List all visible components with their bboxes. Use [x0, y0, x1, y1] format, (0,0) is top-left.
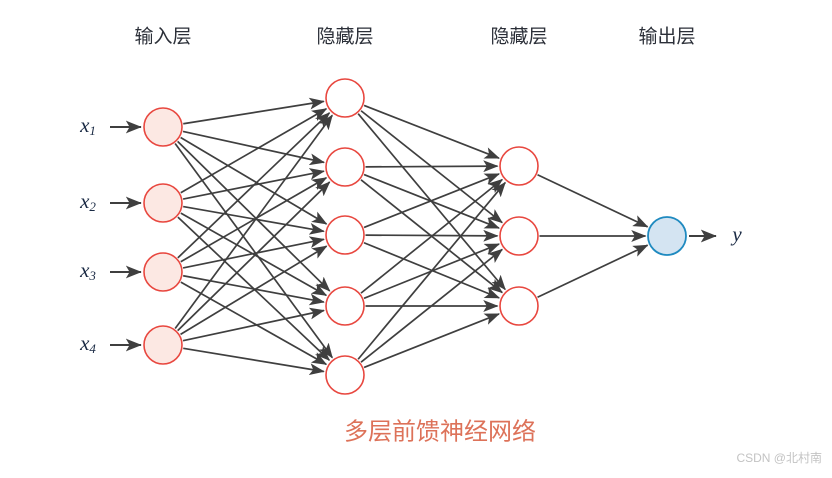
edge-hidden1-hidden2: [363, 173, 500, 229]
edge-input-hidden1: [177, 112, 331, 259]
input-label-4: x4: [79, 331, 96, 356]
edge-hidden1-hidden2: [360, 178, 504, 294]
node-input-2: [143, 183, 183, 223]
input-label-1: x1: [79, 113, 96, 138]
network-nodes: [143, 78, 687, 395]
io-arrows: [110, 120, 717, 352]
node-hidden1-5: [325, 355, 365, 395]
edge-input-hidden1: [182, 307, 325, 342]
layer-label-3: 输出层: [638, 25, 695, 47]
edge-input-hidden1: [182, 236, 325, 269]
node-hidden1-3: [325, 215, 365, 255]
node-hidden1-1: [325, 78, 365, 118]
edge-input-hidden1: [180, 281, 328, 366]
edge-hidden1-hidden2: [365, 160, 499, 173]
node-hidden1-2: [325, 147, 365, 187]
edge-input-hidden1: [180, 177, 328, 263]
edge-hidden1-hidden2: [357, 181, 506, 360]
edge-hidden1-hidden2: [360, 248, 503, 363]
edge-input-hidden1: [174, 114, 333, 330]
edge-input-hidden1: [183, 347, 325, 376]
node-hidden1-4: [325, 286, 365, 326]
edge-hidden2-output: [537, 244, 649, 299]
edge-hidden1-hidden2: [363, 104, 500, 159]
edge-input-hidden1: [183, 97, 325, 125]
edge-input-hidden1: [174, 143, 333, 359]
edge-hidden1-hidden2: [363, 313, 500, 369]
edge-input-hidden1: [180, 108, 328, 194]
node-input-1: [143, 107, 183, 147]
edge-input-hidden1: [177, 181, 331, 332]
edge-input-hidden1: [177, 140, 331, 292]
layer-label-0: 输入层: [134, 25, 191, 47]
layer-label-1: 隐藏层: [316, 25, 373, 47]
node-input-3: [143, 252, 183, 292]
edge-input-hidden1: [182, 130, 325, 166]
node-hidden2-1: [499, 146, 539, 186]
edge-input-hidden1: [180, 245, 328, 336]
output-label: y: [730, 222, 742, 246]
node-hidden2-3: [499, 286, 539, 326]
node-hidden2-2: [499, 216, 539, 256]
input-label-3: x3: [79, 258, 96, 283]
node-input-4: [143, 325, 183, 365]
watermark: CSDN @北村南: [736, 450, 822, 465]
node-output-1: [647, 216, 687, 256]
edge-input-hidden1: [182, 274, 325, 306]
figure-caption: 多层前馈神经网络: [344, 419, 536, 446]
layer-labels: 输入层 隐藏层 隐藏层 输出层: [134, 25, 695, 47]
input-label-2: x2: [79, 189, 96, 214]
network-edges: [174, 97, 649, 376]
layer-label-2: 隐藏层: [490, 25, 547, 47]
variable-labels: x1 x2 x3 x4 y: [79, 113, 742, 356]
edge-hidden2-output: [537, 173, 649, 228]
